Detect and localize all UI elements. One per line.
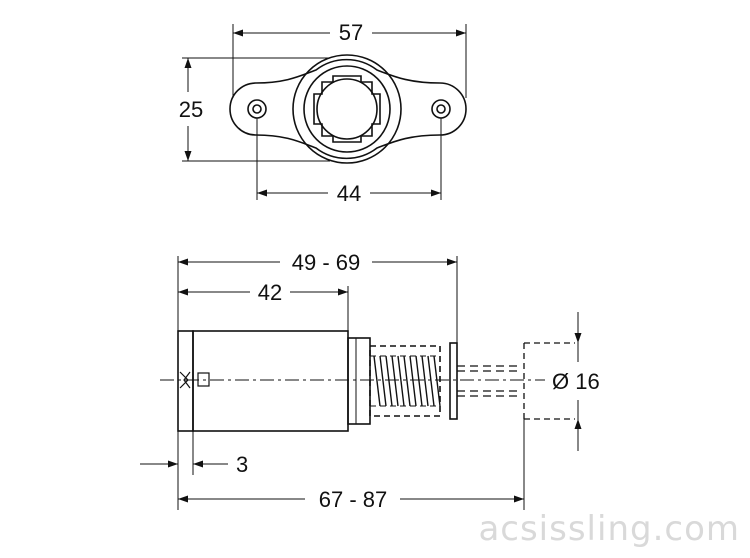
bolt-end — [523, 342, 575, 420]
side-view — [160, 330, 575, 432]
dim-49-69-label: 49 - 69 — [292, 250, 361, 275]
thread-coils — [373, 355, 441, 407]
dim-67-87-label: 67 - 87 — [319, 487, 388, 512]
side-dimensions — [140, 256, 582, 510]
dim-3-label: 3 — [236, 452, 248, 477]
dim-44-label: 44 — [337, 181, 361, 206]
top-view — [229, 54, 467, 164]
front-flange — [177, 330, 194, 432]
top-dimensions — [182, 24, 467, 200]
washer — [449, 342, 458, 420]
central-boss — [292, 54, 402, 164]
threaded-shaft — [369, 345, 441, 417]
dim-25-label: 25 — [179, 97, 203, 122]
dim-57-label: 57 — [339, 20, 363, 45]
watermark: acsissling.com — [478, 509, 740, 549]
left-screw-hole — [247, 99, 267, 119]
right-screw-hole — [431, 99, 451, 119]
dim-42-label: 42 — [258, 280, 282, 305]
mounting-plate-outline — [229, 58, 467, 160]
lock-body — [192, 330, 349, 432]
cross-slot — [313, 75, 381, 143]
shoulder — [347, 337, 371, 425]
dim-diameter-label: Ø 16 — [552, 369, 600, 394]
